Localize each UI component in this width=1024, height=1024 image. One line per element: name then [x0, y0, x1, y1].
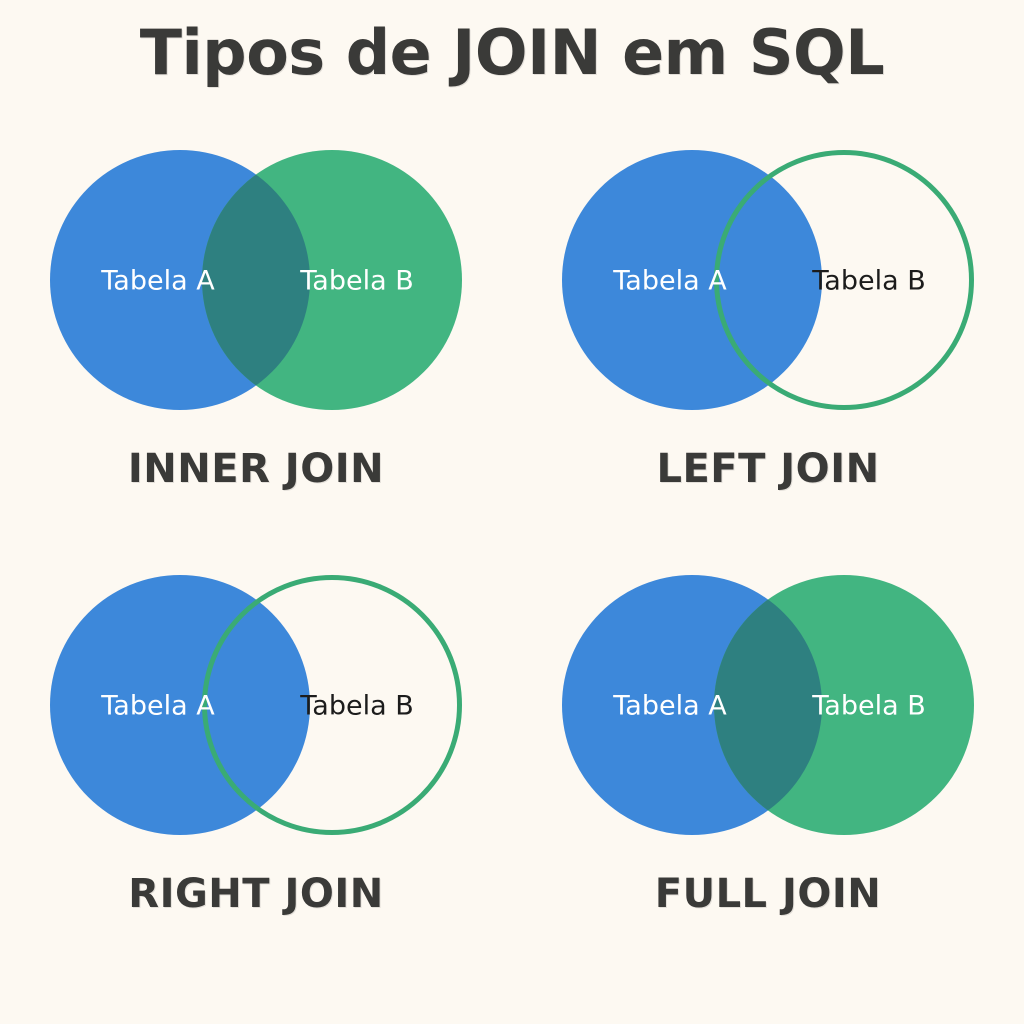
label-table-a: Tabela A	[612, 266, 727, 297]
venn-figure-right-join: Tabela A Tabela B	[46, 571, 466, 839]
venn-figure-full-join: Tabela A Tabela B	[558, 571, 978, 839]
circle-table-b-outline	[714, 150, 974, 410]
venn-cell-full-join: Tabela A Tabela B FULL JOIN	[512, 561, 1024, 986]
circle-table-a	[562, 150, 822, 410]
caption-inner-join: INNER JOIN	[127, 446, 385, 492]
venn-figure-inner-join: Tabela A Tabela B	[46, 146, 466, 414]
venn-cell-left-join: Tabela A Tabela B LEFT JOIN	[512, 136, 1024, 561]
caption-left-join: LEFT JOIN	[656, 446, 880, 492]
venn-cell-right-join: Tabela A Tabela B RIGHT JOIN	[0, 561, 512, 986]
overlap-region	[202, 150, 310, 410]
venn-cell-inner-join: Tabela A Tabela B INNER JOIN	[0, 136, 512, 561]
label-table-a: Tabela A	[612, 691, 727, 722]
page-title: Tipos de JOIN em SQL	[139, 16, 885, 89]
label-table-a: Tabela A	[100, 266, 215, 297]
label-table-b: Tabela B	[811, 266, 925, 297]
caption-right-join: RIGHT JOIN	[128, 871, 384, 917]
label-table-b: Tabela B	[299, 691, 413, 722]
circle-table-b-outline	[202, 575, 462, 835]
label-table-a: Tabela A	[100, 691, 215, 722]
venn-figure-left-join: Tabela A Tabela B	[558, 146, 978, 414]
venn-diagram-grid: Tabela A Tabela B INNER JOIN Tabela A Ta…	[0, 136, 1024, 1006]
label-table-b: Tabela B	[811, 691, 925, 722]
caption-full-join: FULL JOIN	[654, 871, 882, 917]
circle-table-a	[50, 575, 310, 835]
overlap-region	[714, 575, 822, 835]
label-table-b: Tabela B	[299, 266, 413, 297]
